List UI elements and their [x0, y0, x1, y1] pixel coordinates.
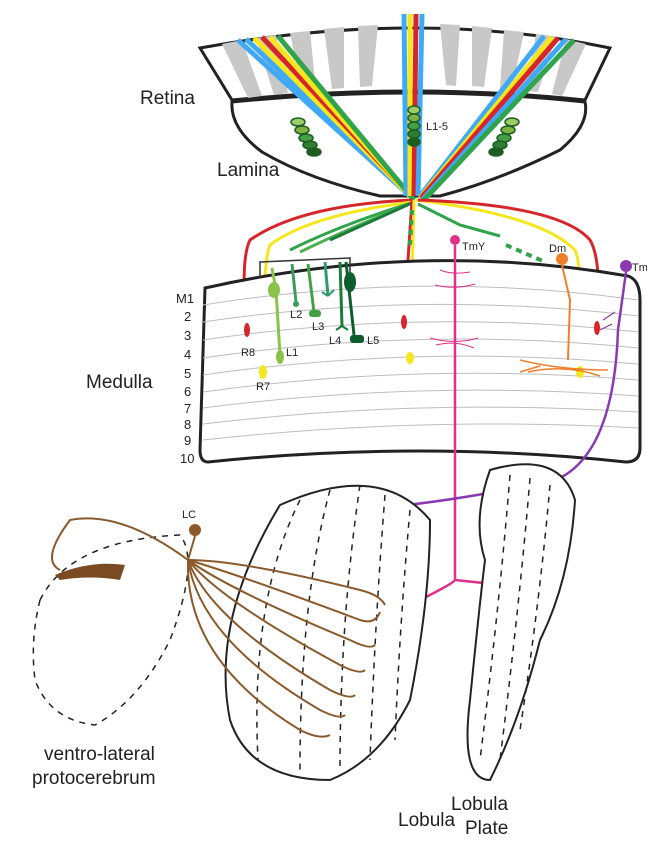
label-lobula: Lobula: [398, 810, 455, 831]
label-lamina: Lamina: [217, 160, 280, 181]
label-dm: Dm: [549, 243, 566, 255]
label-lobula-plate-2: Plate: [465, 818, 508, 839]
label-r7: R7: [256, 381, 270, 393]
medulla: [200, 261, 640, 462]
label-tm: Tm: [632, 262, 647, 274]
layer-label-9: 9: [184, 433, 191, 448]
layer-label-6: 6: [184, 384, 191, 399]
layer-label-m1: M1: [176, 291, 194, 306]
label-vlp-1: ventro-lateral: [44, 744, 155, 765]
ventro-lateral-protocerebrum: [33, 535, 188, 725]
label-tmy: TmY: [462, 241, 486, 253]
layer-label-8: 8: [184, 417, 191, 432]
layer-label-7: 7: [184, 401, 191, 416]
label-l4: L4: [329, 335, 341, 347]
layer-label-4: 4: [184, 347, 191, 362]
layer-label-5: 5: [184, 366, 191, 381]
layer-label-2: 2: [184, 309, 191, 324]
layer-label-3: 3: [184, 328, 191, 343]
label-l2: L2: [290, 309, 302, 321]
label-l1: L1: [286, 347, 298, 359]
lobula-plate: [468, 464, 576, 780]
label-l5: L5: [367, 335, 379, 347]
label-r8: R8: [241, 347, 255, 359]
label-l3: L3: [312, 321, 324, 333]
layer-label-10: 10: [180, 451, 194, 466]
label-lc: LC: [182, 509, 196, 521]
label-lobula-plate-1: Lobula: [451, 794, 508, 815]
label-vlp-2: protocerebrum: [32, 768, 156, 789]
label-l1-5: L1-5: [426, 121, 448, 133]
label-retina: Retina: [140, 88, 195, 109]
label-medulla: Medulla: [86, 372, 153, 393]
medulla-layer-labels: M1 2 3 4 5 6 7 8 9 10: [176, 291, 194, 466]
